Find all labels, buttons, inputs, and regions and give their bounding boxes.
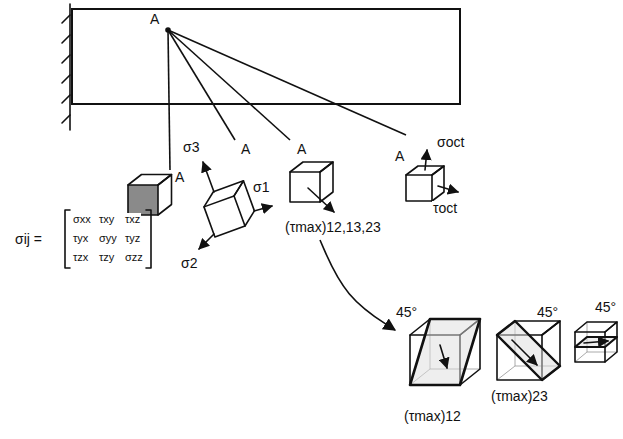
stress-label: σoct [436, 135, 465, 150]
node-label: 45° [395, 305, 418, 320]
shear-plane-cube [575, 322, 617, 362]
node-label: A [240, 142, 251, 157]
shear-plane-cube [410, 319, 480, 385]
stress-arrow [203, 162, 214, 192]
stress-arrow [254, 206, 272, 211]
node-label: 45° [536, 305, 559, 320]
stress-label: σ3 [182, 140, 200, 155]
principal-cube: Aσ1 σ2 σ3 [180, 140, 275, 275]
octahedral-cube: Aσoct τoct [392, 135, 467, 223]
matrix-cell: σxx [72, 213, 92, 225]
connector [320, 240, 395, 330]
matrix-cell: τzy [98, 251, 115, 263]
octahedral-cube [406, 166, 444, 201]
connector [168, 105, 171, 170]
matrix-cell: τzx [72, 251, 89, 263]
stress-label: τoct [432, 201, 458, 216]
shear-cube: A (τmax)12,13,23 [280, 140, 385, 240]
matrix-cell: τxy [98, 213, 115, 225]
node-label: A [174, 170, 185, 185]
matrix-cell: τxz [124, 213, 141, 225]
matrix-symbol: σij = [14, 232, 43, 247]
leader-line [168, 30, 338, 105]
stress-arrow [199, 234, 214, 249]
stress-label: (τmax)12 [403, 409, 462, 424]
leader-line [168, 30, 251, 105]
stress-label: σ2 [180, 256, 198, 271]
shear-cube [290, 162, 333, 202]
principal-cube [200, 181, 258, 237]
shear-plane-cube: 45° (τmax)23 [490, 305, 568, 410]
stress-arrow [425, 150, 427, 170]
leader-line [168, 30, 214, 105]
shear-plane-cube: 45° [572, 300, 620, 400]
stress-label: σ1 [252, 180, 270, 195]
node-label: A [296, 142, 307, 157]
node-label: 45° [594, 300, 617, 315]
shear-plane-cube: 45° (τmax)12 [395, 305, 485, 430]
connector [338, 105, 406, 135]
node-label: A [149, 12, 160, 27]
stress-cube [128, 175, 172, 216]
matrix-cell: σyy [98, 232, 118, 244]
connector [214, 105, 235, 140]
matrix-bracket [65, 210, 151, 268]
leader-line [168, 30, 169, 105]
shear-arrow [308, 188, 334, 212]
fixed-wall [62, 4, 70, 130]
stress-label: (τmax)23 [490, 389, 549, 404]
stress-label: (τmax)12,13,23 [284, 220, 382, 235]
matrix-cell: σzz [124, 251, 144, 263]
matrix-cell: τyx [72, 232, 89, 244]
shear-plane-cube [497, 321, 560, 380]
connector [251, 105, 290, 140]
shear-arrow [438, 186, 458, 192]
node-label: A [394, 149, 405, 164]
cantilever-beam: A [71, 8, 461, 105]
matrix-cell: τyz [124, 232, 141, 244]
